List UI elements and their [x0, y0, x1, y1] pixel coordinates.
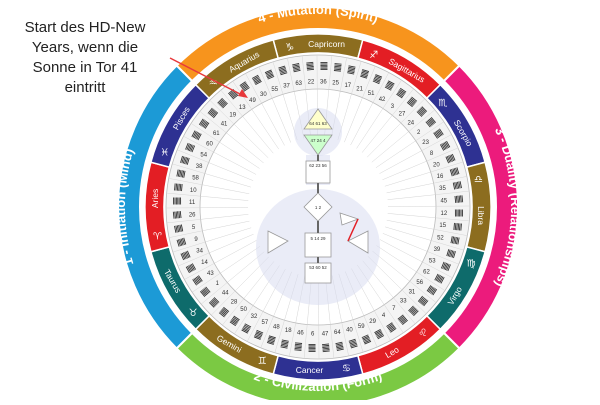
gate-number: 49	[249, 98, 256, 104]
gate-number: 32	[251, 314, 258, 320]
gate-number: 45	[440, 198, 447, 204]
zodiac-glyph-icon: ♑	[285, 42, 294, 53]
gate-number: 58	[192, 176, 199, 182]
zodiac-name: Libra	[476, 206, 486, 225]
gate-number: 48	[273, 324, 280, 330]
gate-number: 64	[334, 330, 341, 336]
gate-number: 10	[190, 188, 197, 194]
gate-number: 12	[441, 211, 448, 217]
gate-number: 41	[221, 122, 228, 128]
gate-number: 30	[260, 92, 267, 98]
gate-number: 26	[189, 213, 196, 219]
callout-line: eintritt	[10, 78, 160, 98]
gate-number: 13	[239, 105, 246, 111]
zodiac-glyph-icon: ♌	[418, 328, 427, 339]
gate-number: 23	[422, 140, 429, 146]
zodiac-glyph-icon: ♏	[438, 98, 447, 109]
gate-number: 47	[322, 331, 329, 337]
gate-number: 56	[416, 280, 423, 286]
gate-number: 54	[200, 152, 207, 158]
gate-number: 35	[439, 186, 446, 192]
gate-number: 37	[283, 83, 290, 89]
ajna-gates: 47 24 4	[310, 138, 326, 143]
gate-number: 14	[201, 260, 208, 266]
gate-number: 17	[344, 83, 351, 89]
gate-number: 11	[189, 200, 196, 206]
zodiac-name: Capricorn	[308, 39, 345, 49]
zodiac-glyph-icon: ♋	[342, 364, 351, 375]
callout-line: Start des HD-New	[10, 18, 160, 38]
callout-text: Start des HD-New Years, wenn die Sonne i…	[10, 18, 160, 98]
gate-number: 61	[213, 131, 220, 137]
gate-number: 16	[437, 174, 444, 180]
head-gates: 64 61 63	[309, 121, 327, 126]
gate-number: 43	[207, 271, 214, 277]
gate-number: 55	[271, 87, 278, 93]
gate-number: 42	[379, 97, 386, 103]
gate-number: 29	[369, 319, 376, 325]
zodiac-glyph-icon: ♓	[160, 147, 169, 158]
gate-number: 25	[332, 81, 339, 87]
zodiac-glyph-icon: ♊	[258, 356, 267, 367]
gate-number: 63	[295, 81, 302, 87]
gate-number: 62	[423, 270, 430, 276]
gate-number: 18	[285, 328, 292, 334]
g-center-gates: 1 2	[315, 205, 322, 210]
zodiac-glyph-icon: ♎	[474, 175, 483, 186]
gate-number: 22	[308, 80, 315, 86]
gate-number: 21	[356, 87, 363, 93]
zodiac-glyph-icon: ♐	[369, 50, 378, 61]
gate-number: 31	[409, 289, 416, 295]
gate-number: 50	[240, 307, 247, 313]
zodiac-glyph-icon: ♈	[153, 231, 162, 242]
throat-gates: 62 23 56	[309, 163, 327, 168]
gate-number: 34	[196, 249, 203, 255]
gate-number: 33	[400, 298, 407, 304]
gate-number: 59	[358, 324, 365, 330]
gate-number: 40	[346, 328, 353, 334]
zodiac-glyph-icon: ♉	[189, 308, 198, 319]
callout-line: Sonne in Tor 41	[10, 58, 160, 78]
sacral-gates: 5 14 29	[310, 236, 326, 241]
gate-number: 39	[434, 247, 441, 253]
gate-number: 57	[262, 320, 269, 326]
gate-number: 53	[429, 259, 436, 265]
root-gates: 53 60 52	[309, 265, 327, 270]
zodiac-name: Aries	[150, 189, 160, 208]
gate-number: 44	[222, 291, 229, 297]
zodiac-name: Cancer	[296, 365, 324, 375]
zodiac-glyph-icon: ♍	[467, 259, 476, 270]
gate-number: 51	[368, 91, 375, 97]
gate-number: 38	[196, 164, 203, 170]
gate-number: 46	[297, 330, 304, 336]
gate-number: 52	[437, 235, 444, 241]
gate-number: 27	[399, 112, 406, 118]
gate-number: 28	[231, 299, 238, 305]
callout-line: Years, wenn die	[10, 38, 160, 58]
gate-number: 24	[407, 120, 414, 126]
gate-number: 36	[320, 80, 327, 86]
gate-number: 60	[206, 141, 213, 147]
gate-number: 20	[433, 162, 440, 168]
gate-number: 19	[229, 113, 236, 119]
gate-number: 15	[439, 223, 446, 229]
